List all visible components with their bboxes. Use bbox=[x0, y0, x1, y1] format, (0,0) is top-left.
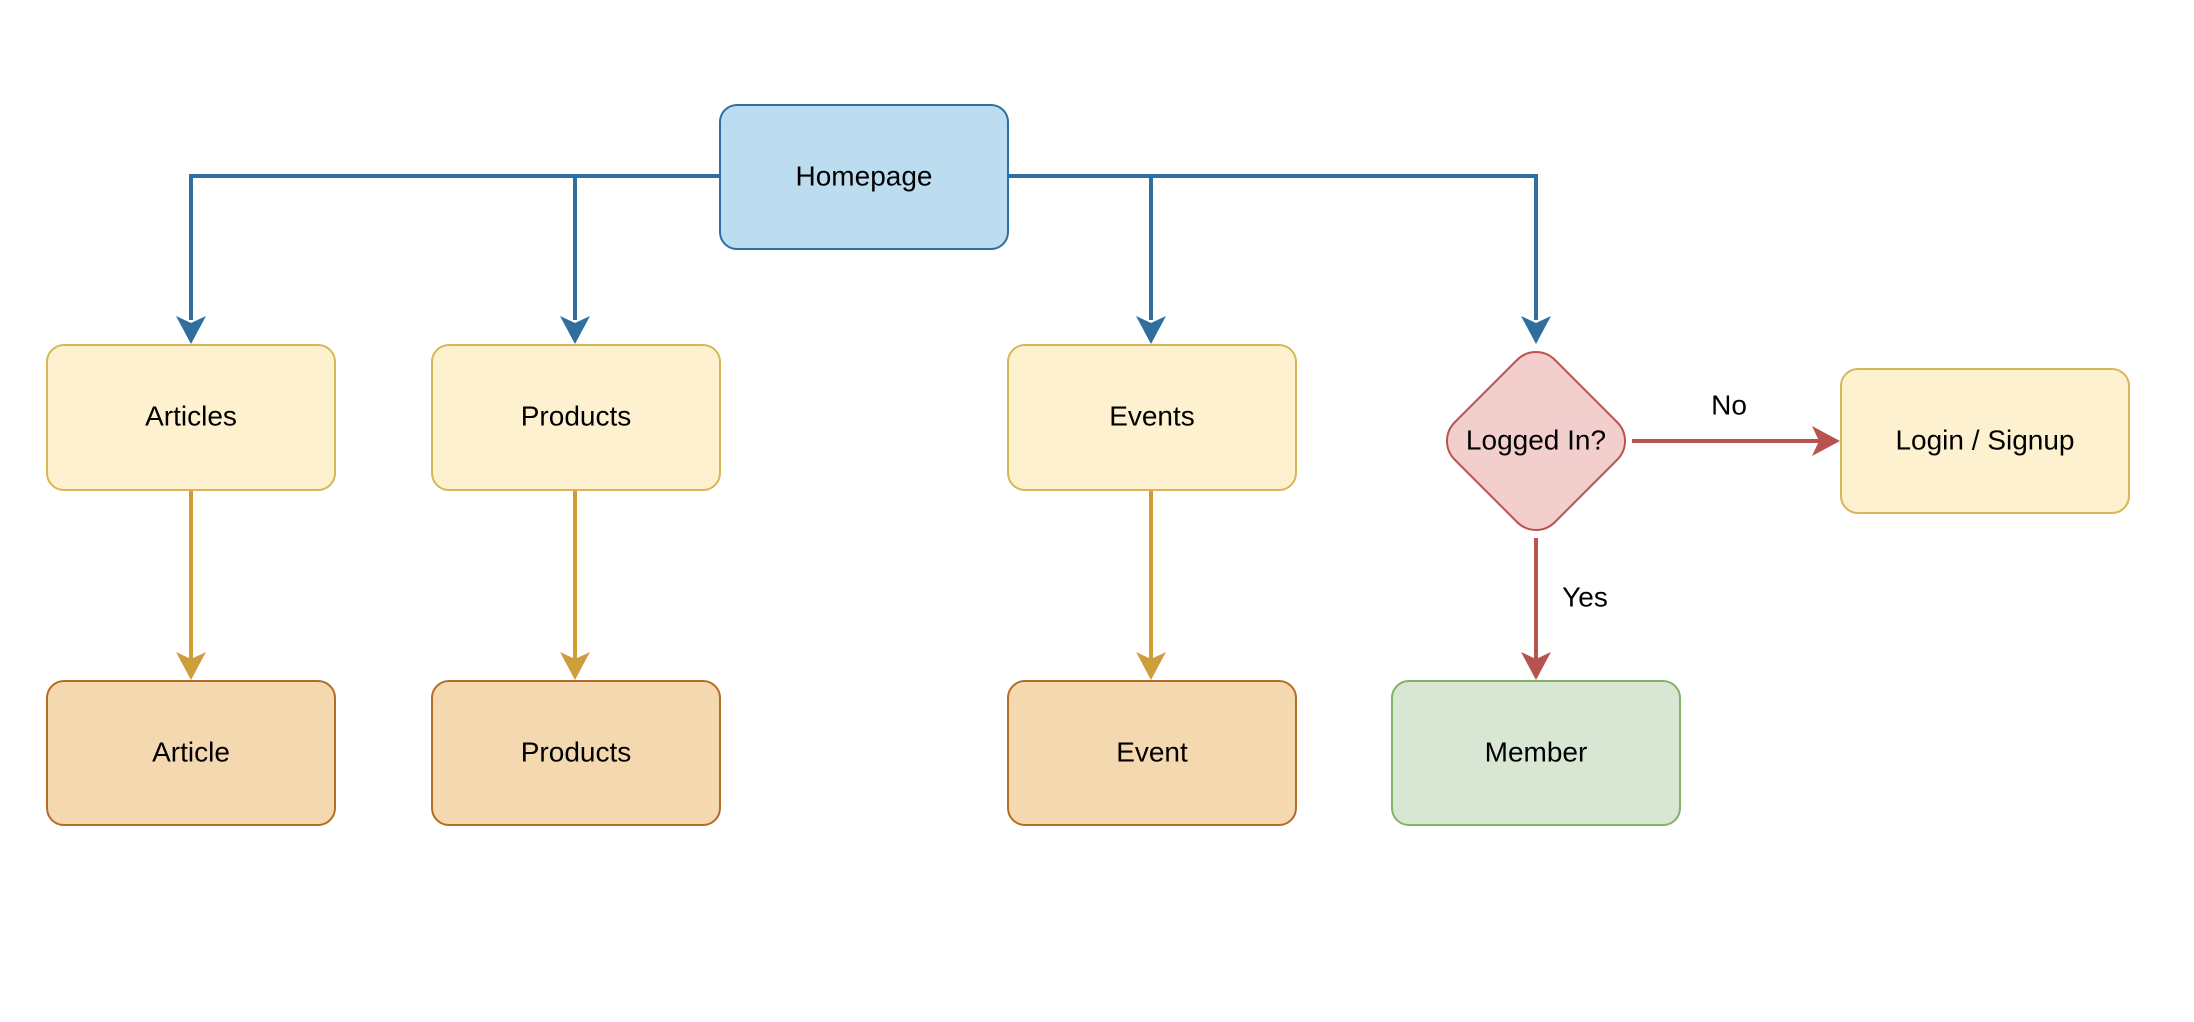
arrowhead-articles bbox=[176, 316, 206, 344]
edge-homepage-events bbox=[1008, 174, 1153, 320]
node-products-detail-label: Products bbox=[521, 736, 632, 767]
node-articles-label: Articles bbox=[145, 400, 237, 431]
arrowhead-products-detail bbox=[560, 652, 590, 680]
homepage-edges bbox=[189, 174, 1538, 320]
node-login-signup[interactable]: Login / Signup bbox=[1840, 368, 2130, 514]
node-homepage-label: Homepage bbox=[796, 160, 933, 191]
edge-label-no: No bbox=[1711, 389, 1747, 420]
arrowhead-products bbox=[560, 316, 590, 344]
node-article-label: Article bbox=[152, 736, 230, 767]
edge-homepage-logged-in bbox=[1151, 174, 1538, 320]
node-events[interactable]: Events bbox=[1007, 344, 1297, 491]
node-logged-in-decision[interactable]: Logged In? bbox=[1445, 350, 1627, 532]
arrowhead-logged-in bbox=[1521, 316, 1551, 344]
detail-arrowheads bbox=[176, 652, 1166, 680]
edge-homepage-articles bbox=[189, 174, 720, 320]
arrowhead-events bbox=[1136, 316, 1166, 344]
node-products[interactable]: Products bbox=[431, 344, 721, 491]
arrowhead-member bbox=[1521, 652, 1551, 680]
node-article[interactable]: Article bbox=[46, 680, 336, 826]
arrowhead-event bbox=[1136, 652, 1166, 680]
node-products-detail[interactable]: Products bbox=[431, 680, 721, 826]
node-homepage[interactable]: Homepage bbox=[719, 104, 1009, 250]
arrowhead-article bbox=[176, 652, 206, 680]
node-logged-in-label: Logged In? bbox=[1466, 424, 1606, 455]
decision-edges bbox=[1534, 439, 1820, 660]
node-member-label: Member bbox=[1485, 736, 1588, 767]
node-events-label: Events bbox=[1109, 400, 1195, 431]
node-articles[interactable]: Articles bbox=[46, 344, 336, 491]
arrowhead-login-signup bbox=[1812, 426, 1840, 456]
node-products-label: Products bbox=[521, 400, 632, 431]
detail-edges bbox=[189, 490, 1153, 660]
node-member[interactable]: Member bbox=[1391, 680, 1681, 826]
edge-label-yes: Yes bbox=[1562, 581, 1608, 612]
node-event-label: Event bbox=[1116, 736, 1188, 767]
node-login-signup-label: Login / Signup bbox=[1895, 424, 2074, 455]
decision-arrowheads bbox=[1521, 426, 1840, 680]
homepage-arrowheads bbox=[176, 316, 1551, 344]
node-event[interactable]: Event bbox=[1007, 680, 1297, 826]
